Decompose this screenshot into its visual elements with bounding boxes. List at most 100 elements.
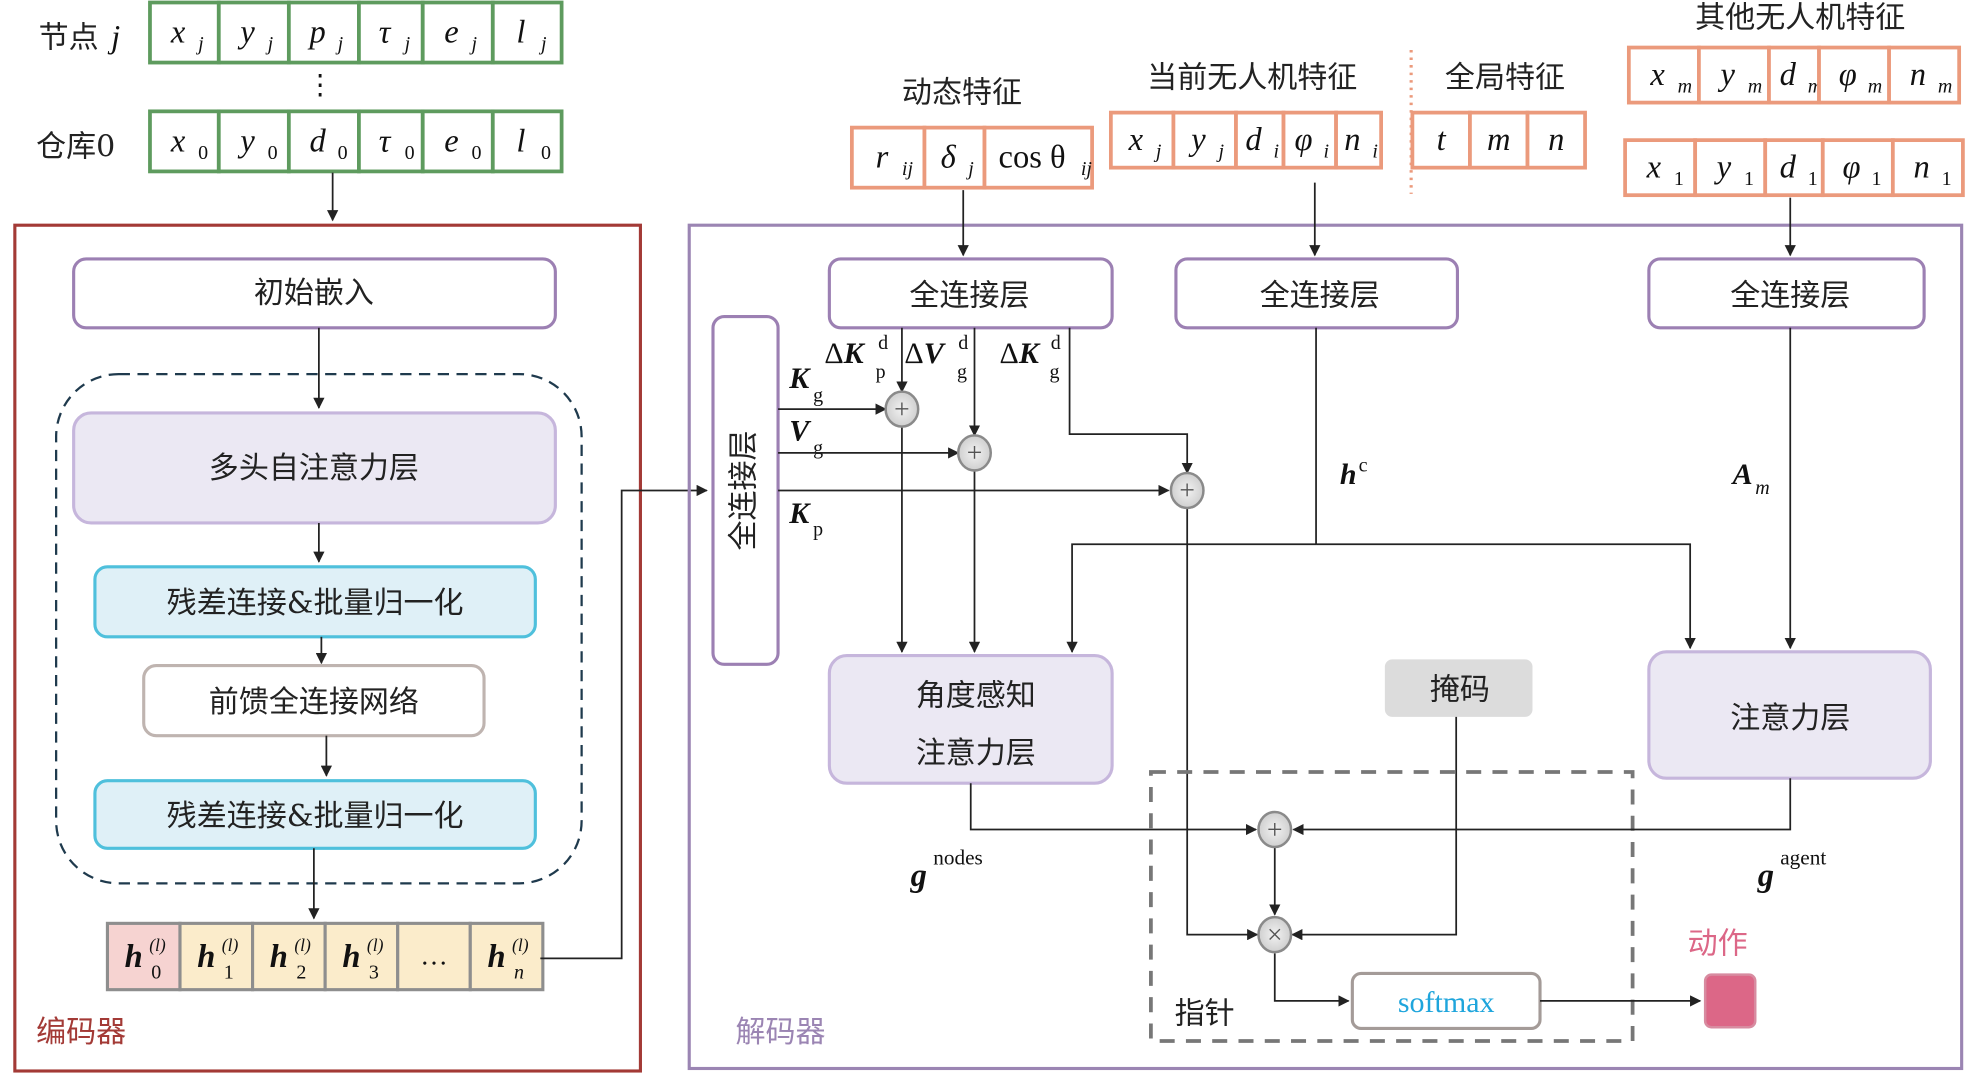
svg-text:g: g xyxy=(1050,361,1060,383)
mha-label: 多头自注意力层 xyxy=(209,451,419,486)
depot-subscript: 0 xyxy=(198,142,208,164)
svg-text:K: K xyxy=(788,497,811,530)
node-j-label: 节点 xyxy=(39,21,99,56)
other-uav-1-symbol: y xyxy=(1714,150,1732,186)
svg-text:g: g xyxy=(813,385,823,407)
current-uav-symbol: φ xyxy=(1295,122,1313,158)
depot-subscript: 0 xyxy=(338,142,348,164)
encoder-frame xyxy=(13,223,642,1073)
fc-dynamic-box xyxy=(827,257,1114,330)
current-uav-subscript: i xyxy=(1274,141,1280,163)
embedding-subscript: 0 xyxy=(151,961,161,983)
angle-attention-line1: 角度感知 xyxy=(916,679,1036,714)
svg-text:ΔK: ΔK xyxy=(824,337,865,370)
delta-vg-label: ΔV g d xyxy=(904,332,968,383)
mask-box xyxy=(1384,659,1533,717)
global-feature-cell: t xyxy=(1410,110,1472,170)
dynamic-feature-subscript: ij xyxy=(1081,158,1093,180)
arrow-encoder-to-decoder xyxy=(540,484,708,960)
dynamic-feature-subscript: j xyxy=(965,158,974,180)
pointer-group xyxy=(1149,770,1635,1043)
embedding-superscript: (l) xyxy=(512,935,529,955)
svg-text:p: p xyxy=(813,518,823,540)
node-j-var: j xyxy=(107,20,120,56)
depot-symbol: l xyxy=(516,123,525,159)
g-agent-label: g agent xyxy=(1757,846,1827,894)
encoder-title: 编码器 xyxy=(36,1015,126,1050)
depot-label: 仓库0 xyxy=(36,129,115,164)
kg-label: K g xyxy=(788,362,823,407)
sum-context-node: + xyxy=(1257,810,1293,849)
depot-symbol: τ xyxy=(379,123,392,159)
global-feature-cell: n xyxy=(1525,110,1587,170)
plus-icon: + xyxy=(1267,813,1283,844)
depot-symbol: d xyxy=(309,123,326,159)
plus-icon: + xyxy=(894,393,910,424)
node-embedding-cell: h(l)1 xyxy=(178,921,255,992)
node-j-symbol: l xyxy=(516,15,525,51)
arrow-mask-to-mult xyxy=(1291,716,1458,941)
depot-subscript: 0 xyxy=(541,142,551,164)
add-norm-1-box xyxy=(93,565,537,639)
node-j-symbol: τ xyxy=(379,15,392,51)
softmax-label: softmax xyxy=(1398,986,1495,1019)
sum-kg-node: + xyxy=(884,390,920,428)
dynamic-feature-cell: cos θ ij xyxy=(982,125,1094,190)
svg-text:d: d xyxy=(878,332,888,354)
node-embedding-cell: h(l)0 xyxy=(105,921,182,992)
current-uav-subscript: j xyxy=(1215,141,1224,163)
svg-text:agent: agent xyxy=(1780,846,1826,870)
mask-label: 掩码 xyxy=(1430,672,1490,707)
dynamic-feature-symbol: cos θ xyxy=(999,140,1066,176)
other-uav-m-subscript: m xyxy=(1868,76,1882,98)
embedding-superscript: (l) xyxy=(149,935,166,955)
arrow-delta-kg xyxy=(1068,327,1193,475)
depot-subscript: 0 xyxy=(268,142,278,164)
other-uav-1-subscript: 1 xyxy=(1674,168,1684,190)
current-uav-subscript: i xyxy=(1324,141,1330,163)
other-uav-label: 其他无人机特征 xyxy=(1695,1,1905,36)
embedding-subscript: 1 xyxy=(224,961,234,983)
depot-symbol: e xyxy=(444,123,458,159)
attention-label: 注意力层 xyxy=(1730,701,1850,736)
svg-text:ΔV: ΔV xyxy=(904,337,946,370)
other-uav-1-symbol: φ xyxy=(1843,150,1861,186)
arrow-hc-to-angle-attn xyxy=(1066,543,1317,653)
operator-nodes: ++++× xyxy=(884,390,1293,954)
embedding-superscript: (l) xyxy=(367,935,384,955)
times-icon: × xyxy=(1267,918,1283,949)
node-j-symbol: p xyxy=(307,15,325,51)
global-feature-symbol: t xyxy=(1437,122,1447,158)
svg-text:K: K xyxy=(788,362,811,395)
current-uav-symbol: y xyxy=(1188,122,1206,158)
other-uav-1-symbol: n xyxy=(1913,150,1929,186)
svg-text:m: m xyxy=(1755,477,1769,499)
embedding-ellipsis: … xyxy=(420,940,448,971)
node-embedding-cell: h(l)2 xyxy=(251,921,327,992)
action-square xyxy=(1703,973,1757,1029)
embedding-symbol: h xyxy=(270,939,288,975)
svg-text:d: d xyxy=(1051,332,1061,354)
node-j-subscript: j xyxy=(195,33,204,55)
node-j-symbol: x xyxy=(170,15,186,51)
other-uav-m-subscript: m xyxy=(1748,76,1762,98)
ellipsis-vertical: ⋮ xyxy=(306,69,334,100)
svg-text:d: d xyxy=(958,332,968,354)
node-embedding-cell: … xyxy=(396,921,472,992)
fc-current-label: 全连接层 xyxy=(1260,278,1380,313)
embedding-subscript: n xyxy=(514,961,524,983)
